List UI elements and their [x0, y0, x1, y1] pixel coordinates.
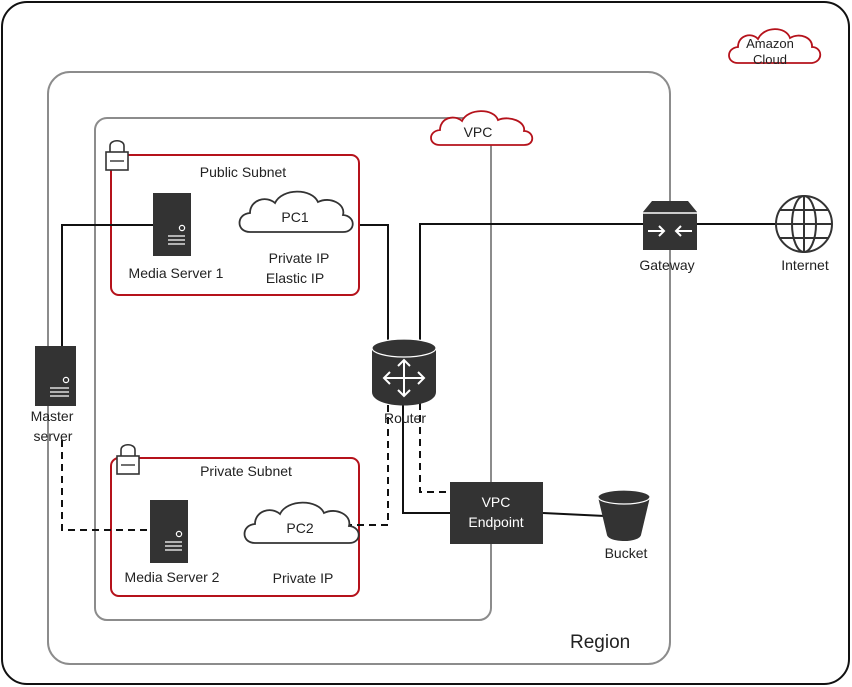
server-icon: [153, 193, 191, 256]
server-icon: [35, 346, 76, 406]
globe-icon: [775, 195, 833, 253]
pc1-label: PC1: [281, 209, 308, 225]
pc2-private-ip: Private IP: [273, 570, 334, 586]
vpc-label: VPC: [464, 124, 493, 140]
cloud-icon: [243, 501, 360, 544]
gateway-icon: [643, 201, 697, 250]
vpc-box: [94, 117, 492, 621]
solid-connections: [61, 223, 776, 517]
vpc-endpoint-label-line2: Endpoint: [468, 514, 523, 530]
pc1-elastic-ip: Elastic IP: [266, 270, 324, 286]
private-subnet-box: [110, 457, 360, 597]
gateway-label: Gateway: [639, 257, 694, 273]
media-server-1-label: Media Server 1: [129, 265, 224, 281]
master-server-label-line2: server: [34, 428, 73, 444]
region-label: Region: [570, 632, 630, 653]
public-subnet-label: Public Subnet: [200, 164, 287, 180]
lock-icon: [116, 443, 140, 475]
pc2-label: PC2: [286, 520, 313, 536]
private-subnet-label: Private Subnet: [200, 463, 292, 479]
bucket-label: Bucket: [605, 545, 648, 561]
amazon-cloud-label-line2: Cloud: [753, 52, 787, 67]
internet-label: Internet: [781, 257, 829, 273]
amazon-cloud-icon: [728, 28, 822, 64]
cloud-icon: [238, 190, 354, 233]
router-icon: [371, 338, 437, 406]
media-server-2-label: Media Server 2: [125, 569, 220, 585]
vpc-cloud-icon: [430, 110, 534, 146]
server-icon: [150, 500, 188, 563]
lock-icon: [105, 139, 129, 171]
vpc-endpoint-box: [450, 482, 543, 544]
amazon-cloud-label-line1: Amazon: [746, 36, 794, 51]
dashed-connections: [61, 403, 450, 531]
vpc-endpoint-label-line1: VPC: [482, 494, 511, 510]
bucket-icon: [597, 489, 651, 541]
master-server-label-line1: Master: [31, 408, 74, 424]
router-label: Router: [384, 410, 426, 426]
pc1-private-ip: Private IP: [269, 250, 330, 266]
